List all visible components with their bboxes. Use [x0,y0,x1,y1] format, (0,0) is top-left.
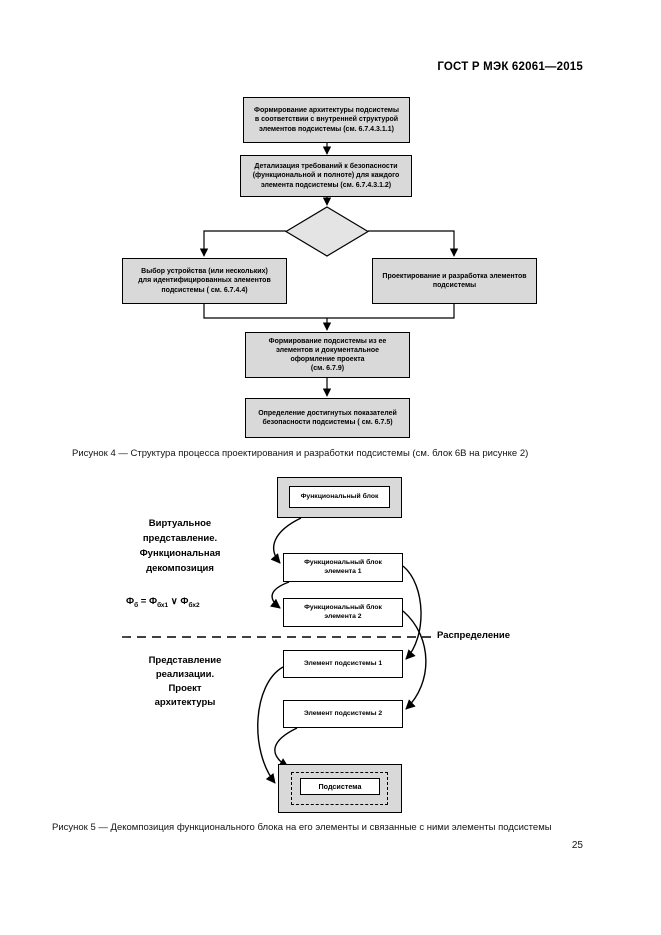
box-safety-evaluation: Определение достигнутых показателей безо… [245,398,410,438]
formula-symbol: = Ф [138,596,158,607]
formula-symbol: ∨ Ф [168,596,189,607]
curve-arrow [402,565,422,660]
box-device-selection: Выбор устройства (или нескольких) для ид… [122,258,287,304]
page-number: 25 [571,840,583,851]
box-safety-requirements: Детализация требований к безопасности (ф… [240,155,412,197]
figure4-caption: Рисунок 4 — Структура процесса проектиро… [72,448,529,459]
decision-diamond [284,206,370,257]
virtual-representation-label: Виртуальное представление. Функциональна… [139,518,221,574]
figure5-caption: Рисунок 5 — Декомпозиция функционального… [52,822,552,833]
connector-line [203,304,327,319]
decomposition-formula: Фб = Фбх1 ∨ Фбх2 [126,596,200,609]
functional-block-element2-box: Функциональный блок элемента 2 [283,598,403,627]
box-subsystem-architecture: Формирование архитектуры подсистемы в со… [243,97,410,143]
formula-subscript: бх1 [157,601,169,609]
curve-arrow [402,610,427,710]
connector-line [327,304,455,319]
curve-arrow [274,727,298,768]
allocation-label: Распределение [437,630,510,641]
connector-arrow [199,230,286,257]
formula-symbol: Ф [126,596,135,607]
subsystem-element2-box: Элемент подсистемы 2 [283,700,403,728]
realization-representation-label: Представление реализации. Проект архитек… [148,655,222,708]
subsystem-box: Подсистема [300,778,380,795]
box-element-design: Проектирование и разработка элементов по… [372,258,537,304]
subsystem-element1-box: Элемент подсистемы 1 [283,650,403,678]
connector-arrow [368,230,459,257]
formula-subscript: бх2 [188,601,200,609]
functional-block-box: Функциональный блок [289,486,390,508]
functional-block-element1-box: Функциональный блок элемента 1 [283,553,403,582]
subsystem-dashed-boundary [291,772,388,805]
box-subsystem-assembly: Формирование подсистемы из ее элементов … [245,332,410,378]
formula-subscript: б [134,601,139,609]
page-header-title: ГОСТ Р МЭК 62061—2015 [437,61,583,73]
